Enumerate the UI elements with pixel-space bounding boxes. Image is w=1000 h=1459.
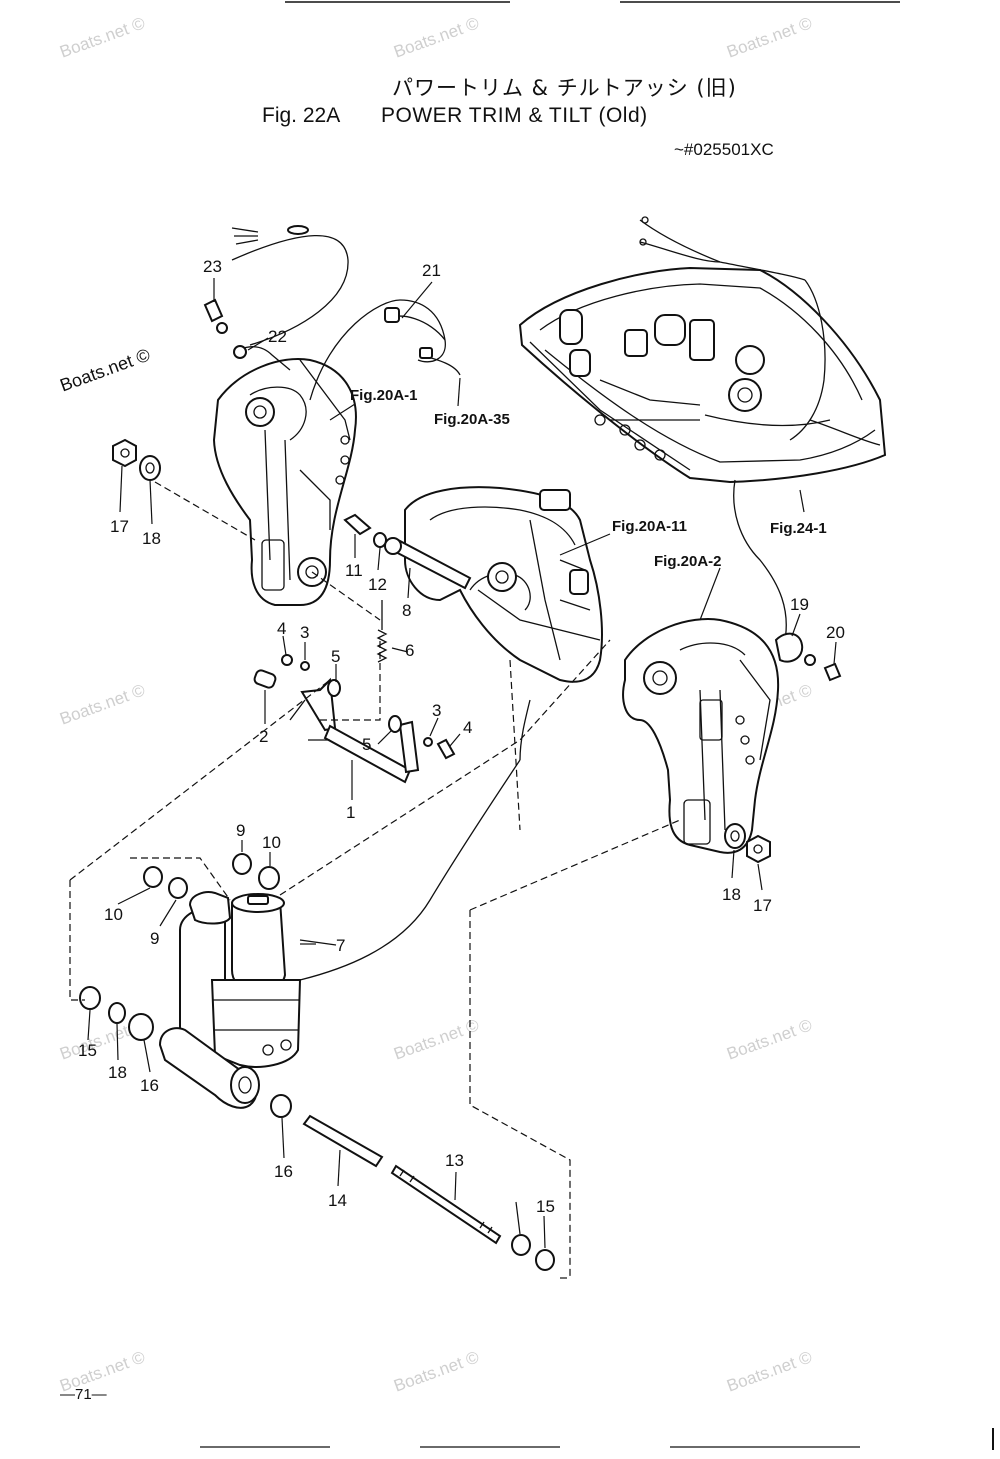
callout-2: 2 (259, 727, 268, 746)
callout-18: 18 (722, 885, 741, 904)
callout-23: 23 (203, 257, 222, 276)
alignment-lines (69, 481, 681, 1279)
callout-18: 18 (142, 529, 161, 548)
callout-17: 17 (110, 517, 129, 536)
callout-11: 11 (345, 561, 363, 580)
title-japanese: パワートリム & チルトアッシ (旧) (392, 76, 737, 100)
swivel-bracket (404, 486, 603, 683)
callout-9: 9 (236, 821, 245, 840)
fig-ref-20a-2: Fig.20A-2 (654, 553, 722, 570)
leader-lines (87, 278, 837, 1249)
callout-15: 15 (78, 1041, 97, 1060)
callout-13: 13 (445, 1151, 464, 1170)
fig-ref-24-1: Fig.24-1 (770, 520, 827, 537)
page-number: —71— (60, 1386, 107, 1403)
callout-15: 15 (536, 1197, 555, 1216)
serial-range: ~#025501XC (674, 140, 774, 159)
tilt-lever (253, 654, 456, 784)
callout-19: 19 (790, 595, 809, 614)
figure-number: Fig. 22A (262, 104, 341, 127)
right-clamp-bracket (622, 618, 842, 854)
callout-4: 4 (463, 718, 472, 737)
callout-1: 1 (346, 803, 355, 822)
callout-8: 8 (402, 601, 411, 620)
callout-14: 14 (328, 1191, 347, 1210)
callout-3: 3 (432, 701, 441, 720)
fig-ref-20a-35: Fig.20A-35 (434, 411, 510, 428)
bolt-washer-pin (343, 513, 472, 590)
power-trim-tilt-unit (158, 699, 531, 1109)
callout-16: 16 (274, 1162, 293, 1181)
right-nut-washer (724, 823, 771, 864)
callout-10: 10 (262, 833, 281, 852)
callout-12: 12 (368, 575, 387, 594)
callout-21: 21 (422, 261, 441, 280)
callout-16: 16 (140, 1076, 159, 1095)
shafts (302, 1114, 502, 1245)
callout-20: 20 (826, 623, 845, 642)
left-clamp-bracket (203, 225, 461, 606)
callout-6: 6 (405, 641, 414, 660)
diagram-title: POWER TRIM & TILT (Old) (381, 104, 648, 127)
bushings (79, 853, 555, 1271)
fig-ref-20a-1: Fig.20A-1 (350, 387, 418, 404)
callout-10: 10 (104, 905, 123, 924)
callout-3: 3 (300, 623, 309, 642)
callout-22: 22 (268, 327, 287, 346)
callout-7: 7 (336, 936, 345, 955)
callout-5: 5 (362, 735, 371, 754)
callout-18: 18 (108, 1063, 127, 1082)
callout-4: 4 (277, 619, 286, 638)
fig-ref-20a-11: Fig.20A-11 (612, 518, 687, 535)
callout-17: 17 (753, 896, 772, 915)
callout-9: 9 (150, 929, 159, 948)
upper-casing-assembly (518, 216, 887, 641)
callout-numbers: 1 2 3 3 4 4 5 5 6 7 8 9 9 10 10 11 12 13… (78, 257, 845, 1216)
spring (376, 600, 388, 663)
left-nut-washer (112, 438, 161, 481)
callout-5: 5 (331, 647, 340, 666)
